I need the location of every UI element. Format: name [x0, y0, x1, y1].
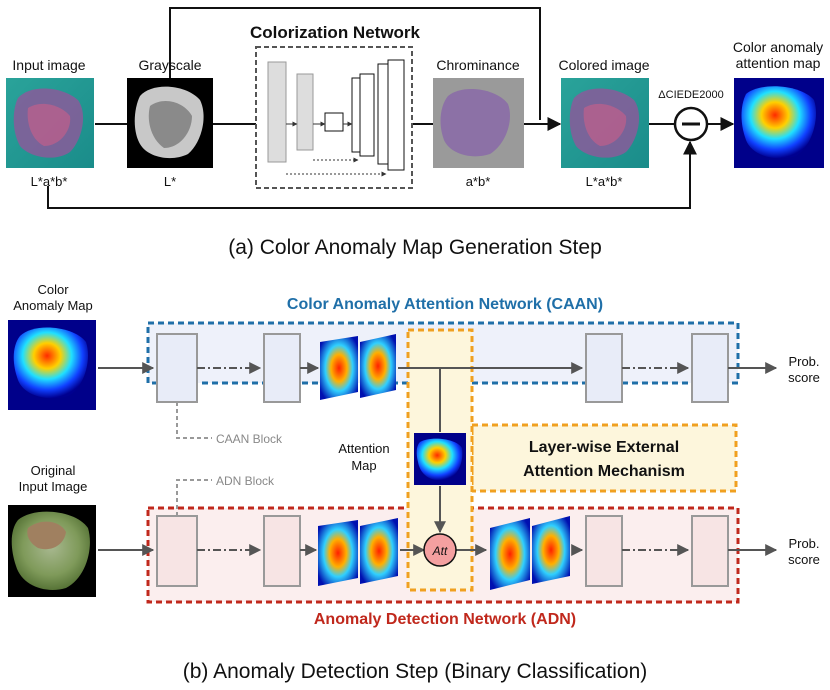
- mechanism-label-2: Attention Mechanism: [523, 463, 685, 480]
- adn-block-leader: [176, 479, 212, 516]
- chrominance-label: Chrominance: [436, 57, 519, 73]
- original-label-2: Input Image: [19, 479, 88, 494]
- adn-title: Anomaly Detection Network (ADN): [314, 611, 576, 628]
- colored-image-thumb: [561, 78, 649, 168]
- input-image-thumb: [6, 78, 94, 168]
- anomaly-map-label-2: attention map: [736, 55, 821, 71]
- adn-row: [98, 515, 778, 590]
- caan-prob-label-1: Prob.: [788, 354, 819, 369]
- adn-block-label: ADN Block: [216, 474, 275, 488]
- caan-prob-label-2: score: [788, 370, 820, 385]
- grayscale-image-thumb: [127, 78, 213, 168]
- att-label: Att: [432, 544, 448, 558]
- caan-block-label: CAAN Block: [216, 432, 283, 446]
- original-input-image-thumb: [8, 505, 96, 597]
- difference-operator: [673, 106, 709, 142]
- grayscale-label: Grayscale: [138, 57, 201, 73]
- chroma-sublabel: a*b*: [466, 174, 491, 189]
- color-anomaly-map-b-thumb: [8, 320, 96, 410]
- caption-a: (a) Color Anomaly Map Generation Step: [228, 236, 602, 259]
- input-image-label: Input image: [12, 57, 85, 73]
- caan-title: Color Anomaly Attention Network (CAAN): [287, 296, 603, 313]
- attention-map-label-2: Map: [351, 458, 376, 473]
- colored-sublabel: L*a*b*: [586, 174, 623, 189]
- att-operator: Att: [423, 533, 457, 567]
- color-anomaly-map-label-2: Anomaly Map: [13, 298, 92, 313]
- attention-map-label-1: Attention: [338, 441, 389, 456]
- mechanism-box: [470, 423, 738, 493]
- caption-b: (b) Anomaly Detection Step (Binary Class…: [183, 660, 648, 683]
- attention-map-thumb: [414, 433, 466, 485]
- original-label-1: Original: [31, 463, 76, 478]
- caan-row: [98, 333, 778, 403]
- gray-sublabel: L*: [164, 174, 176, 189]
- anomaly-map-label-1: Color anomaly: [733, 39, 823, 55]
- skip-connection-line: [169, 7, 541, 120]
- encoder-decoder-blocks: [267, 59, 405, 177]
- adn-prob-label-1: Prob.: [788, 536, 819, 551]
- chrominance-image-thumb: [433, 78, 524, 168]
- colored-image-label: Colored image: [558, 57, 649, 73]
- input-sublabel: L*a*b*: [31, 174, 68, 189]
- colorization-network-box: [255, 46, 413, 189]
- ciede-label: ΔCIEDE2000: [658, 89, 723, 101]
- color-anomaly-map-thumb: [734, 78, 824, 168]
- mechanism-label-1: Layer-wise External: [529, 439, 679, 456]
- colorization-network-title: Colorization Network: [250, 23, 421, 42]
- caan-block-leader: [176, 402, 212, 439]
- feedback-line: [47, 140, 697, 209]
- color-anomaly-map-label-1: Color: [37, 282, 69, 297]
- adn-prob-label-2: score: [788, 552, 820, 567]
